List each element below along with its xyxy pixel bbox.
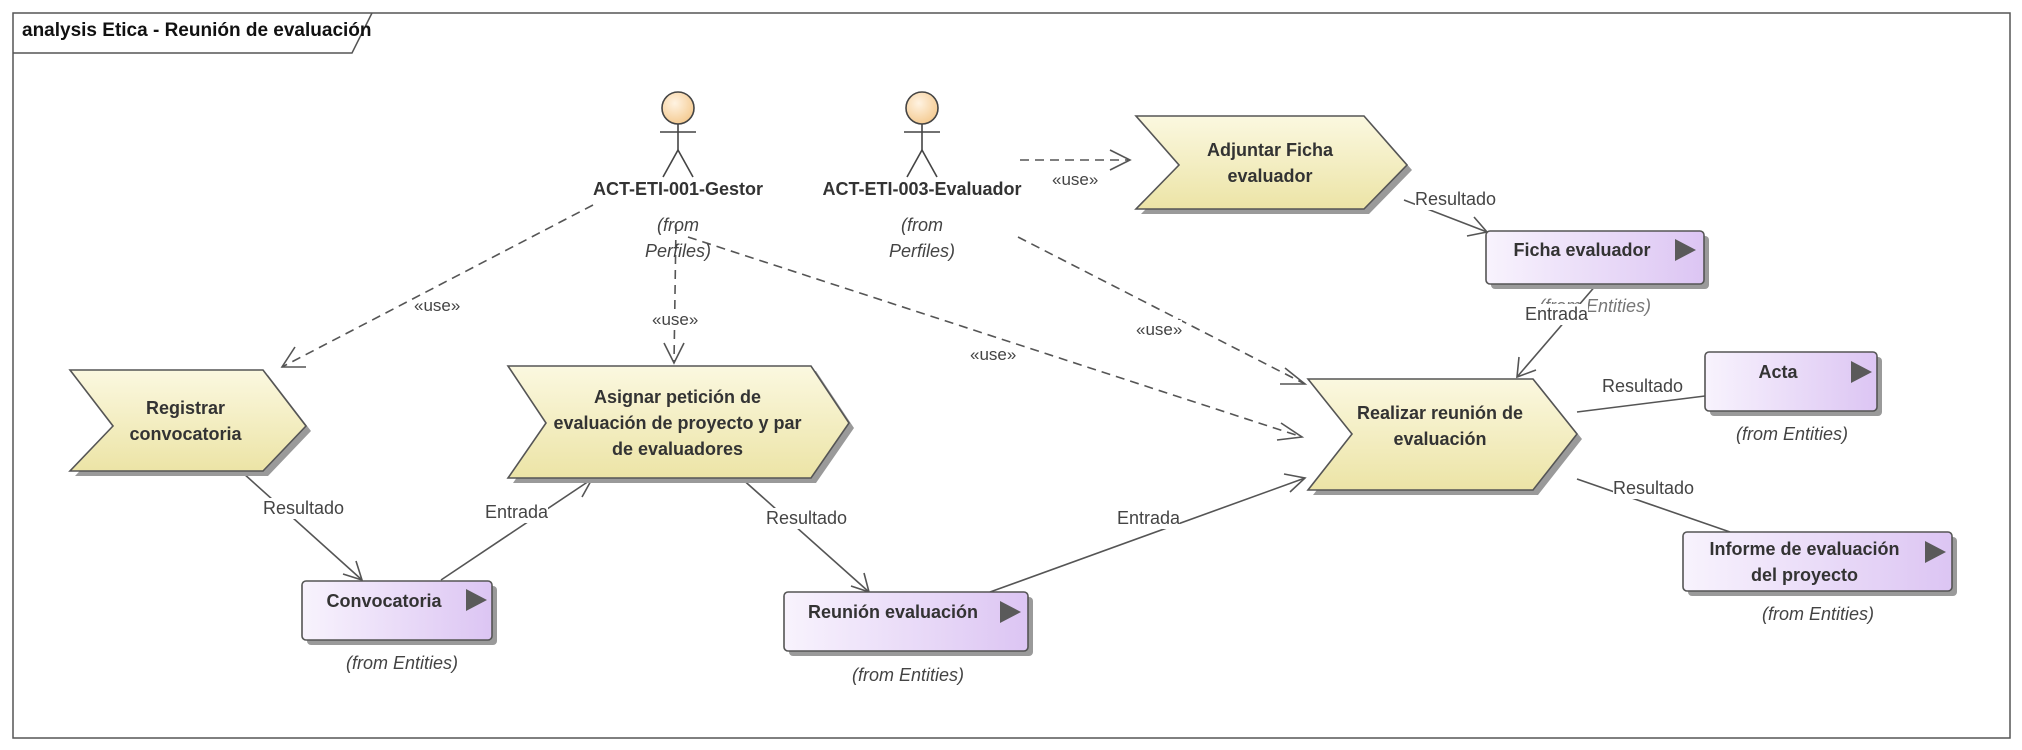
flow-ficha-realizar-head (1516, 356, 1537, 379)
process-asignar-line1: Asignar petición de (593, 386, 762, 407)
processes (68, 115, 1579, 491)
entity-ficha[interactable]: Ficha evaluador (1486, 231, 1704, 269)
use-arrowheads (280, 149, 1308, 441)
play-icon (1000, 601, 1021, 623)
entity-informe-line2: del proyecto (1750, 564, 1859, 585)
play-icon (1851, 361, 1872, 383)
process-asignar-line2: evaluación de proyecto y par (553, 412, 802, 433)
process-registrar-line2: convocatoria (129, 423, 242, 444)
arrowhead-adjuntar (1109, 149, 1132, 171)
process-realizar-shape (1306, 378, 1579, 491)
actor-gestor-icon (660, 91, 696, 178)
entity-reunion-from: (from Entities) (851, 665, 965, 685)
entity-convocatoria-shape (301, 580, 493, 641)
entity-acta[interactable]: Acta (1705, 352, 1877, 392)
process-registrar-line1: Registrar (145, 397, 225, 418)
process-realizar[interactable]: Realizar reunión de evaluación (1345, 384, 1535, 468)
process-asignar[interactable]: Asignar petición de evaluación de proyec… (540, 371, 815, 474)
entities (301, 230, 1953, 652)
arrowhead-realizar-a (1276, 422, 1305, 441)
use-label-gestor-registrar: «use» (414, 296, 461, 315)
flow-reunion-realizar-head (1283, 473, 1307, 493)
process-registrar[interactable]: Registrar convocatoria (108, 375, 263, 466)
process-adjuntar-line1: Adjuntar Ficha (1206, 140, 1333, 160)
frame-title-tab (13, 12, 373, 54)
actor-gestor-name: ACT-ETI-001-Gestor (592, 179, 764, 199)
play-icon (466, 589, 487, 611)
use-label-evaluador-adjuntar: «use» (1052, 170, 1099, 189)
use-evaluador-realizar (1017, 236, 1306, 385)
flow-realizar-acta (1576, 395, 1706, 413)
use-gestor-registrar (281, 204, 594, 368)
process-adjuntar-shape (1134, 115, 1409, 210)
flow-label-registrar-resultado: Resultado (263, 498, 345, 519)
entity-convocatoria-from: (from Entities) (345, 653, 459, 673)
flow-convocatoria-asignar (440, 478, 593, 581)
entity-reunion[interactable]: Reunión evaluación (784, 592, 1028, 632)
entity-ficha-shape (1485, 230, 1705, 285)
flow-realizar-informe (1576, 478, 1731, 533)
flow-registrar-convocatoria-head (342, 560, 364, 582)
entity-ficha-label: Ficha evaluador (1513, 240, 1651, 260)
flow-label-convocatoria-entrada: Entrada (485, 502, 549, 523)
diagram-frame (12, 12, 2011, 739)
entity-acta-shape (1704, 351, 1878, 412)
diagram-title: analysis Etica - Reunión de evaluación (22, 20, 372, 41)
actor-gestor-from-1: (from (657, 215, 699, 235)
actor-gestor-from-2: Perfiles) (644, 241, 711, 261)
entity-convocatoria[interactable]: Convocatoria (302, 581, 492, 621)
flow-lines (242, 199, 1731, 594)
flow-asignar-reunion (739, 476, 870, 593)
arrowhead-realizar-b (1280, 367, 1308, 385)
arrowhead-asignar (663, 342, 685, 365)
flow-label-asignar-resultado: Resultado (766, 508, 848, 529)
use-gestor-realizar (687, 236, 1303, 438)
entity-convocatoria-label: Convocatoria (326, 591, 442, 611)
flow-adjuntar-ficha-head (1466, 216, 1489, 237)
use-label-gestor-realizar: «use» (970, 345, 1017, 365)
flow-label-adjuntar-resultado: Resultado (1415, 189, 1497, 210)
process-registrar-shape (68, 369, 308, 472)
flow-label-reunion-entrada: Entrada (1117, 508, 1181, 529)
use-dependencies (281, 159, 1306, 438)
process-asignar-line3: de evaluadores (611, 438, 744, 459)
process-realizar-line1: Realizar reunión de (1356, 403, 1524, 423)
process-realizar-line2: evaluación (1393, 429, 1487, 449)
entity-informe-line1: Informe de evaluación (1709, 538, 1900, 559)
use-gestor-asignar (673, 224, 677, 364)
entity-markers (466, 239, 1946, 623)
flow-label-realizar-resultado-acta: Resultado (1602, 376, 1684, 397)
flow-label-realizar-resultado-informe: Resultado (1613, 478, 1695, 499)
process-adjuntar-line2: evaluador (1227, 166, 1313, 186)
actor-evaluador-from-2: Perfiles) (888, 241, 955, 261)
entity-acta-label: Acta (1758, 362, 1798, 382)
flow-ficha-realizar (1516, 283, 1598, 378)
flow-registrar-convocatoria (242, 472, 363, 581)
entity-acta-from: (from Entities) (1735, 424, 1849, 444)
entity-reunion-label: Reunión evaluación (807, 602, 979, 622)
use-label-evaluador-realizar: «use» (1136, 320, 1183, 340)
actor-evaluador-name: ACT-ETI-003-Evaluador (822, 179, 1022, 199)
play-icon (1925, 541, 1946, 563)
actor-evaluador-from-1: (from (901, 215, 943, 235)
entity-reunion-shape (783, 591, 1029, 652)
flow-label-ficha-entrada: Entrada (1525, 304, 1589, 325)
entity-informe-from: (from Entities) (1761, 604, 1875, 624)
play-icon (1675, 239, 1696, 261)
entity-informe[interactable]: Informe de evaluación del proyecto (1683, 532, 1952, 591)
use-label-gestor-asignar: «use» (652, 310, 699, 330)
process-adjuntar[interactable]: Adjuntar Ficha evaluador (1175, 121, 1365, 205)
process-asignar-shape (506, 365, 850, 479)
flow-reunion-realizar (989, 477, 1306, 593)
arrowhead-registrar (280, 346, 306, 368)
entity-informe-shape (1682, 531, 1953, 592)
actor-evaluador-icon (904, 91, 940, 178)
